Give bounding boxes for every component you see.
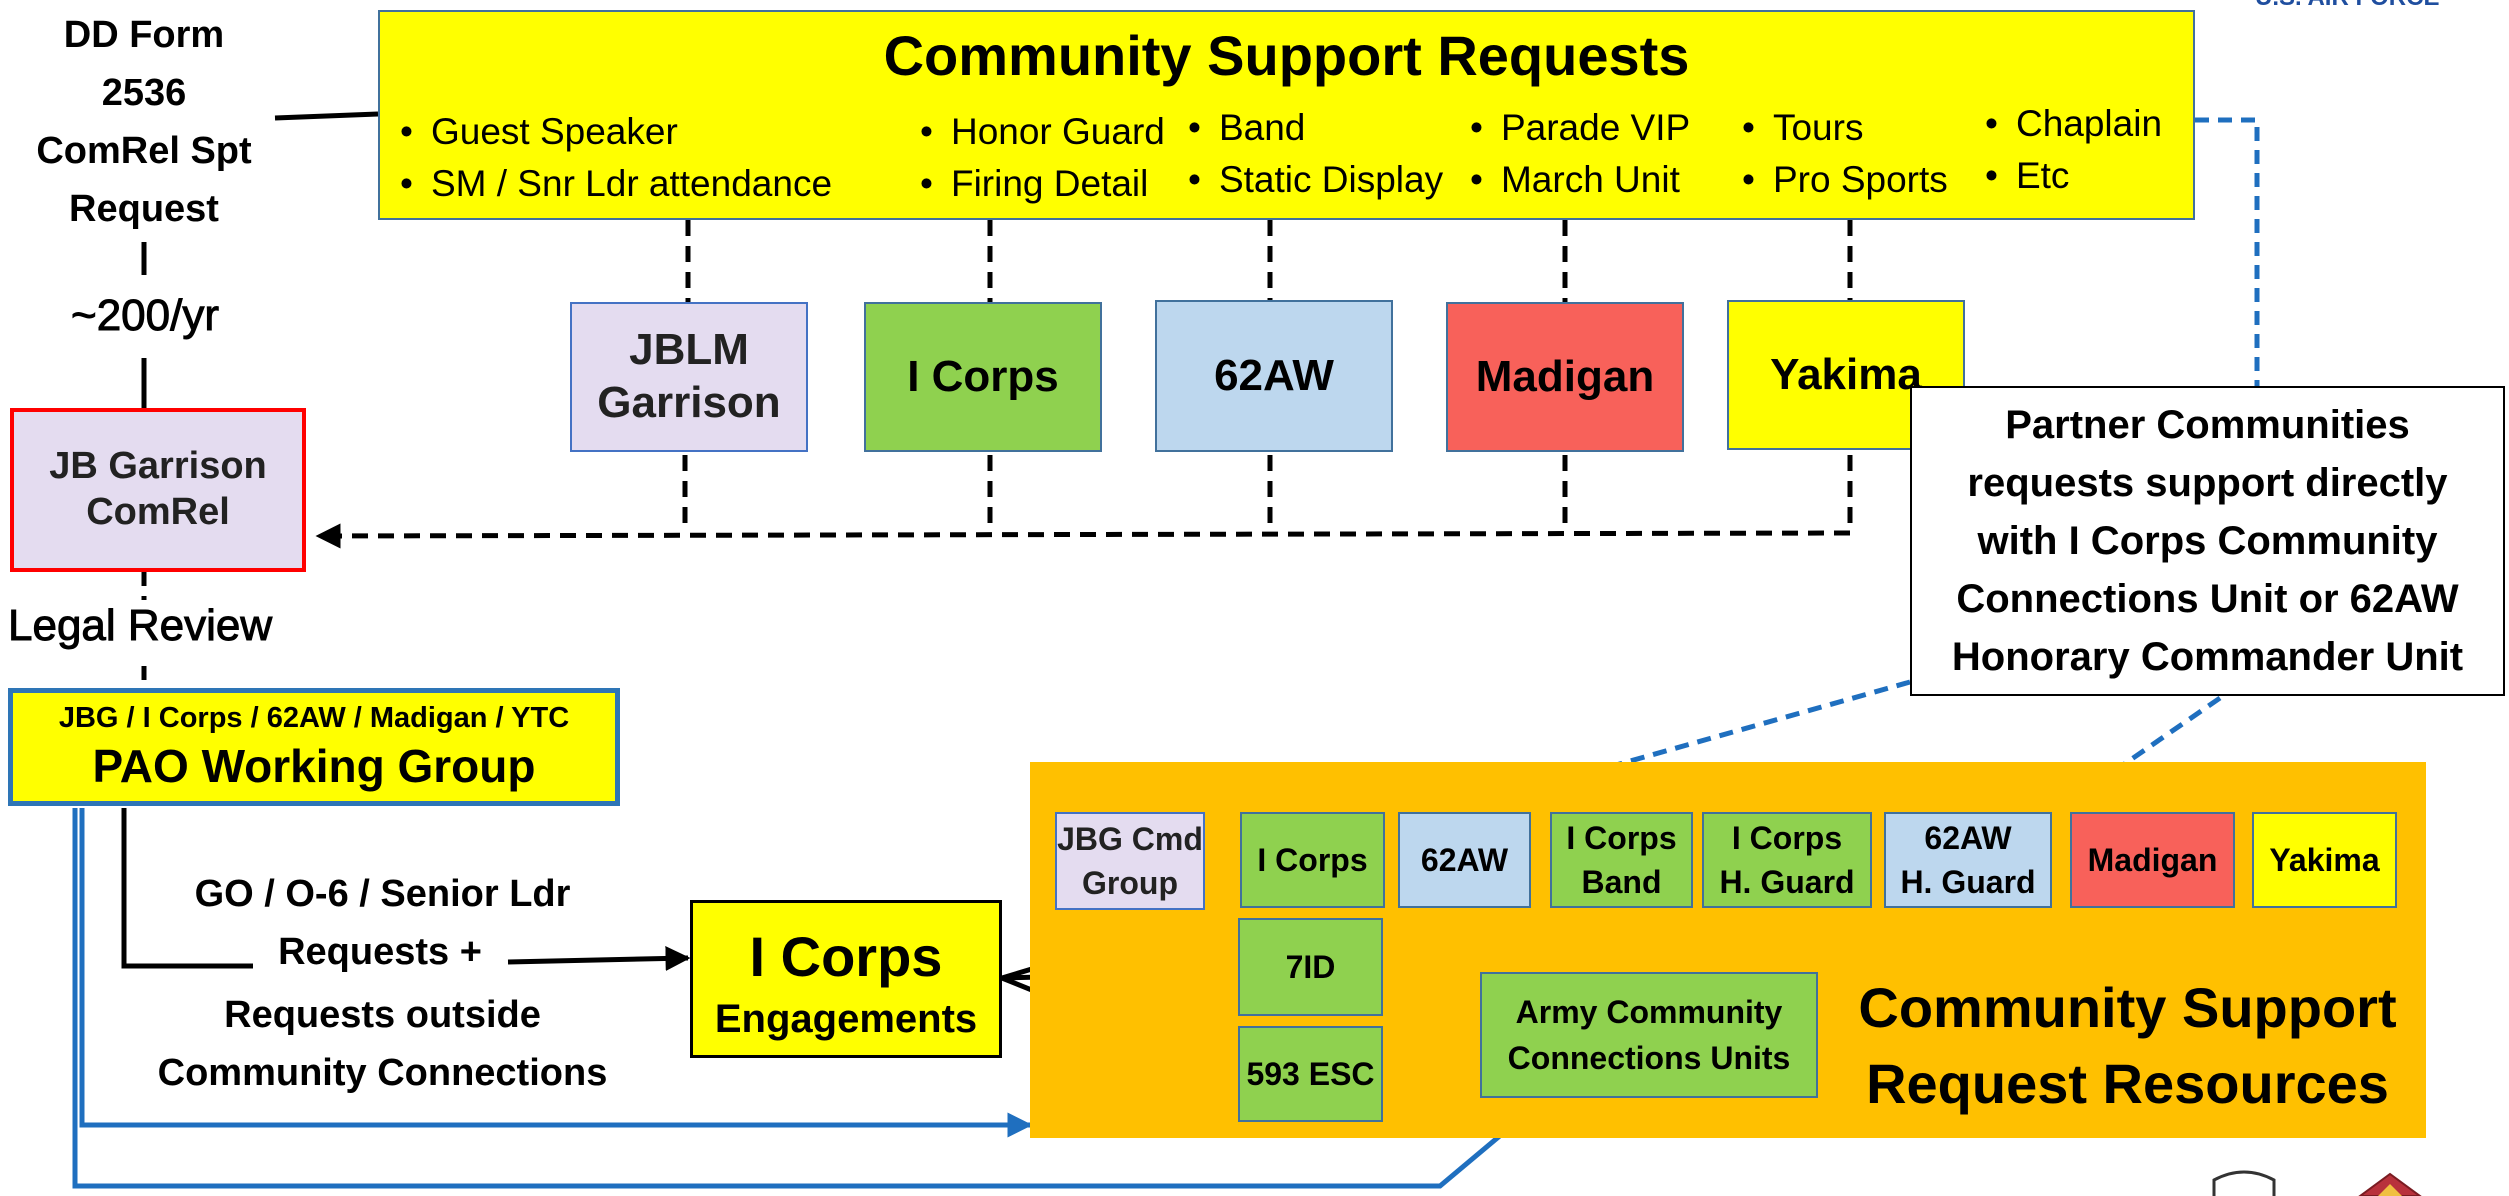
resource-7id: 7ID — [1238, 918, 1383, 1016]
pao-title: PAO Working Group — [92, 740, 536, 792]
requests-col-4: Parade VIP March Unit — [1470, 102, 1690, 206]
pao-to-resources-line — [79, 808, 1033, 1138]
shield-emblem-icon — [2212, 1170, 2276, 1196]
emblem-icons — [2212, 1170, 2422, 1196]
request-item: Parade VIP — [1470, 102, 1690, 154]
garrison-comrel-box: JB Garrison ComRel — [10, 408, 306, 572]
resource-62aw: 62AW — [1398, 812, 1531, 908]
go-requests-to-engagements-arrow — [507, 946, 691, 971]
form-request-title: DD Form 2536 ComRel Spt Request — [36, 14, 252, 230]
pao-to-army-units-line — [72, 808, 1547, 1189]
army-community-connections-units: Army Community Connections Units — [1480, 972, 1818, 1098]
request-item: Chaplain — [1985, 98, 2162, 150]
requests-col-2: Honor Guard Firing Detail — [920, 106, 1165, 210]
engagements-title: I Corps — [749, 925, 943, 988]
pao-to-go-requests-line — [121, 808, 253, 969]
engagements-subtitle: Engagements — [714, 997, 978, 1041]
i-corps-engagements-box: I Corps Engagements — [690, 900, 1002, 1058]
go-requests-line2: Requests + — [278, 931, 482, 973]
request-item: Tours — [1742, 102, 1948, 154]
requests-col-1: Guest Speaker SM / Snr Ldr attendance — [400, 106, 832, 210]
requests-to-units-links — [685, 220, 1853, 302]
unit-yakima: Yakima — [1727, 300, 1965, 450]
requests-col-6: Chaplain Etc — [1985, 98, 2162, 202]
request-item: Band — [1188, 102, 1443, 154]
resource-593-esc: 593 ESC — [1238, 1026, 1383, 1122]
resources-title: Community Support Request Resources — [1858, 976, 2397, 1115]
resource-62aw-honor-guard: 62AW H. Guard — [1884, 812, 2052, 908]
resource-yakima: Yakima — [2252, 812, 2397, 908]
request-volume: ~200/yr — [71, 291, 220, 341]
air-force-label: U.S. AIR FORCE — [2255, 0, 2439, 13]
request-item: Guest Speaker — [400, 106, 832, 158]
form-to-requests-line — [274, 111, 379, 121]
request-item: Pro Sports — [1742, 154, 1948, 206]
unit-madigan: Madigan — [1446, 302, 1684, 452]
unit-62aw: 62AW — [1155, 300, 1393, 452]
resource-madigan: Madigan — [2070, 812, 2235, 908]
go-requests-line3: Requests outside Community Connections — [157, 994, 608, 1094]
pao-working-group-box: JBG / I Corps / 62AW / Madigan / YTC PAO… — [8, 688, 620, 806]
request-item: March Unit — [1470, 154, 1690, 206]
resource-i-corps: I Corps — [1240, 812, 1385, 908]
legal-review-label: Legal Review — [7, 601, 273, 651]
resource-i-corps-band: I Corps Band — [1550, 812, 1693, 908]
unit-jblm-garrison: JBLM Garrison — [570, 302, 808, 452]
requests-to-partner-link — [2195, 117, 2260, 390]
go-requests-line1: GO / O-6 / Senior Ldr — [194, 873, 571, 915]
community-support-requests-title: Community Support Requests — [883, 24, 1690, 87]
request-item: Honor Guard — [920, 106, 1165, 158]
unit-i-corps: I Corps — [864, 302, 1102, 452]
requests-col-3: Band Static Display — [1188, 102, 1443, 206]
request-item: Etc — [1985, 150, 2162, 202]
request-item: Firing Detail — [920, 158, 1165, 210]
requests-col-5: Tours Pro Sports — [1742, 102, 1948, 206]
pao-subtitle: JBG / I Corps / 62AW / Madigan / YTC — [58, 702, 570, 734]
community-support-requests-box: Community Support Requests Guest Speaker… — [378, 10, 2195, 220]
request-item: Static Display — [1188, 154, 1443, 206]
partner-communities-note: Partner Communities requests support dir… — [1910, 386, 2505, 696]
units-to-garrison-links — [315, 455, 1853, 549]
resource-i-corps-honor-guard: I Corps H. Guard — [1702, 812, 1872, 908]
resource-jbg-cmd-group: JBG Cmd Group — [1055, 812, 1205, 910]
request-item: SM / Snr Ldr attendance — [400, 158, 832, 210]
